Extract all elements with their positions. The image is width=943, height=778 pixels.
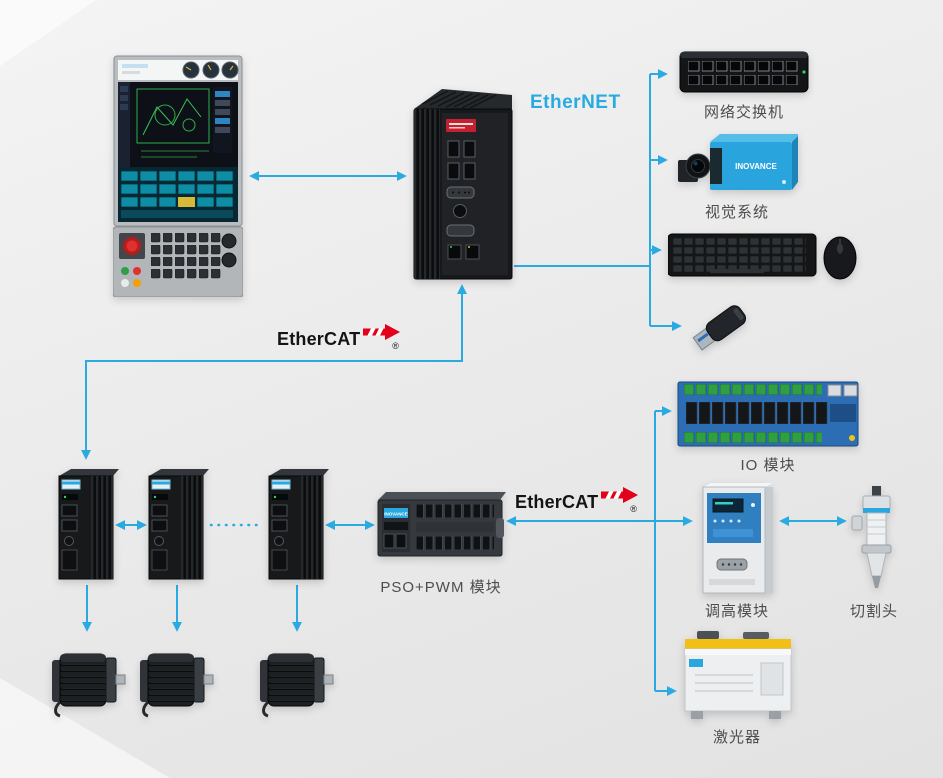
vision-camera-device: INOVANCE bbox=[676, 126, 804, 200]
hmi-screen bbox=[118, 82, 238, 167]
terminal-row-bottom bbox=[416, 536, 494, 550]
usb-drive-graphic bbox=[692, 305, 747, 351]
feed-knob bbox=[221, 252, 237, 268]
pso-pwm-module-device: INOVANCE bbox=[374, 488, 510, 566]
vision-system-label: 视觉系统 bbox=[704, 204, 770, 221]
io-module-graphic bbox=[677, 381, 859, 447]
laser-source-label: 激光器 bbox=[712, 729, 762, 746]
laser-source-device bbox=[681, 631, 795, 725]
jog-knob bbox=[221, 233, 237, 249]
network-switch-device bbox=[678, 46, 810, 96]
network-switch-label: 网络交换机 bbox=[703, 104, 785, 121]
nozzle bbox=[872, 576, 881, 588]
network-switch-graphic bbox=[679, 51, 809, 93]
camera-brand-text: INOVANCE bbox=[735, 162, 777, 171]
hmi-screen-table bbox=[118, 167, 238, 222]
usb-drive-device bbox=[688, 296, 758, 356]
servo-drive-graphic bbox=[148, 469, 209, 580]
servo-drive-1 bbox=[55, 468, 121, 582]
cnc-hmi-panel-graphic bbox=[113, 55, 243, 297]
mouse bbox=[823, 236, 857, 280]
cutting-head-graphic bbox=[851, 486, 892, 588]
servo-drive-2 bbox=[145, 468, 211, 582]
motion-controller-graphic bbox=[413, 89, 513, 280]
height-controller-device bbox=[695, 483, 779, 597]
module-brand-text: INOVANCE bbox=[384, 512, 407, 517]
height-controller-label: 调高模块 bbox=[704, 603, 770, 620]
ethercat-arrow-icon bbox=[601, 487, 639, 503]
gauge-strip bbox=[118, 60, 238, 80]
ethercat-text: EtherCAT bbox=[277, 329, 361, 349]
keyboard-mouse-device bbox=[668, 224, 864, 284]
registered-mark: ® bbox=[392, 341, 399, 351]
vision-camera-graphic: INOVANCE bbox=[678, 134, 798, 190]
db9-connector bbox=[716, 558, 748, 571]
registered-mark: ® bbox=[630, 504, 637, 514]
cnc-hmi-panel bbox=[113, 55, 243, 297]
module-brand-badge bbox=[384, 508, 408, 518]
servo-motor-3 bbox=[258, 638, 336, 718]
io-module-device bbox=[676, 376, 860, 452]
ethercat-logo-upper: EtherCAT ® bbox=[277, 324, 401, 351]
emergency-stop-button bbox=[119, 233, 145, 259]
height-controller-graphic bbox=[702, 483, 773, 594]
motion-controller bbox=[408, 83, 514, 285]
servo-motor-graphic bbox=[140, 653, 214, 718]
heatsink-fins bbox=[414, 109, 440, 279]
relay-row bbox=[686, 402, 829, 424]
cutting-head-label: 切割头 bbox=[849, 603, 899, 620]
brand-badge bbox=[446, 119, 476, 132]
pso-pwm-module-graphic: INOVANCE bbox=[377, 492, 506, 557]
servo-drive-3 bbox=[265, 468, 331, 582]
rj45-ports bbox=[688, 61, 800, 85]
servo-motor-1 bbox=[50, 638, 128, 718]
ethercat-text: EtherCAT bbox=[515, 492, 599, 512]
motor-shaft bbox=[323, 674, 334, 685]
laser-source-graphic bbox=[684, 631, 792, 719]
camera-lens bbox=[685, 153, 711, 179]
cutting-head-device bbox=[850, 486, 902, 596]
servo-motor-graphic bbox=[52, 653, 126, 718]
motor-shaft bbox=[115, 674, 126, 685]
gauges bbox=[182, 61, 239, 79]
hmi-keypad bbox=[113, 226, 243, 297]
motor-shaft bbox=[203, 674, 214, 685]
display bbox=[712, 498, 744, 513]
terminal-strip-top bbox=[684, 384, 822, 395]
ethercat-arrow-icon bbox=[363, 324, 401, 340]
pso-pwm-module-label: PSO+PWM 模块 bbox=[380, 579, 502, 596]
servo-motor-graphic bbox=[260, 653, 334, 718]
ethernet-label: EtherNET bbox=[530, 92, 621, 113]
wire-ethercat-controller-drives bbox=[81, 284, 467, 460]
controller-ports bbox=[446, 140, 480, 260]
ethercat-logo-lower: EtherCAT ® bbox=[515, 487, 639, 514]
servo-drive-graphic bbox=[268, 469, 329, 580]
terminal-row-top bbox=[416, 504, 494, 518]
terminal-strip-bottom bbox=[684, 432, 822, 443]
io-module-label: IO 模块 bbox=[740, 457, 796, 474]
servo-drive-graphic bbox=[58, 469, 119, 580]
servo-motor-2 bbox=[138, 638, 216, 718]
keyboard-mouse-graphic bbox=[668, 233, 857, 280]
